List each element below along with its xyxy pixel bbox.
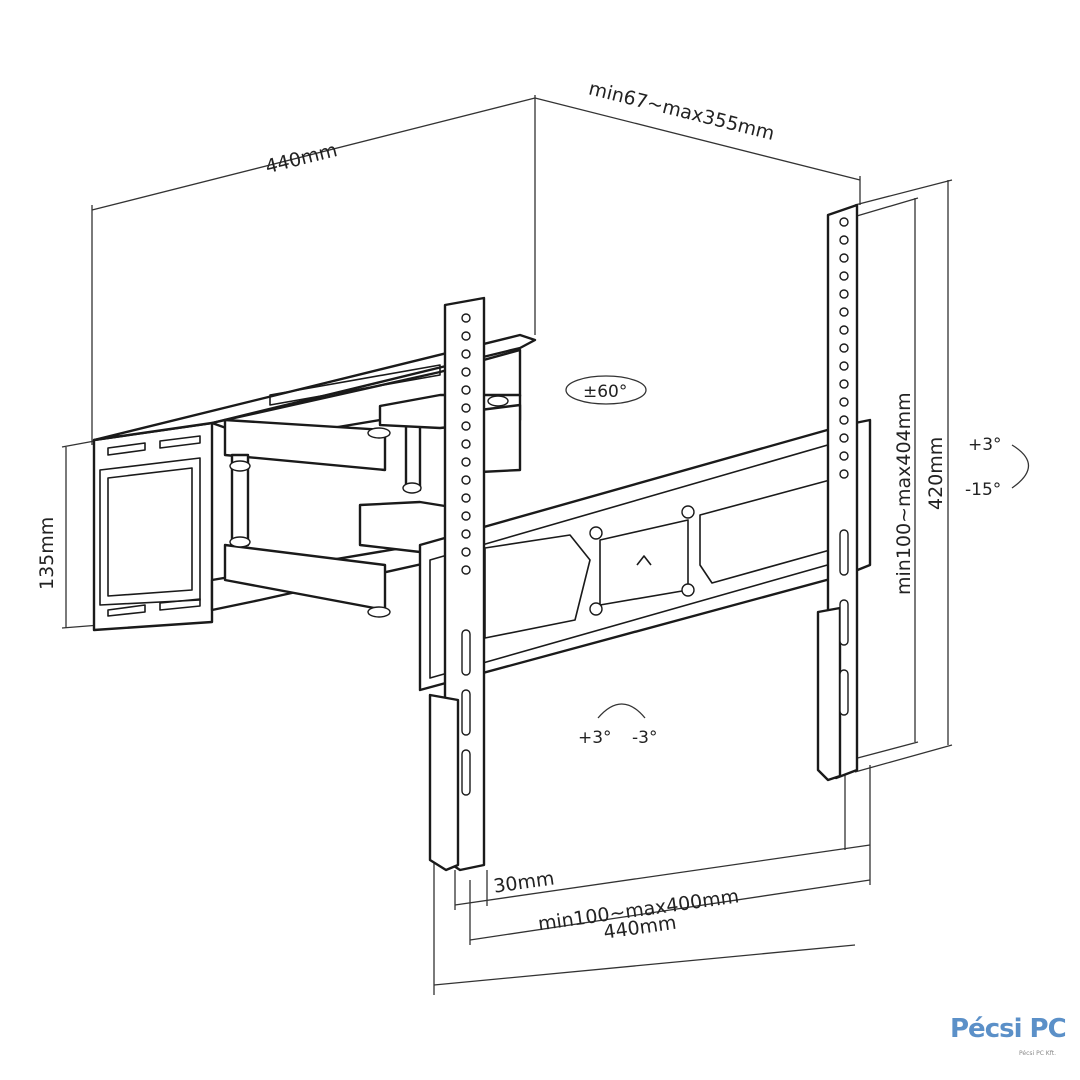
swivel-label: ±60° <box>583 382 627 402</box>
dim-label-top-left: 440mm <box>263 139 339 178</box>
dim-label-right-hole: min100~max404mm <box>893 392 915 595</box>
dim-label-right-height: 420mm <box>925 437 947 510</box>
logo-subtitle: Pécsi PC Kft. <box>1018 1050 1056 1057</box>
brand-logo: Pécsi PC Pécsi PC Kft. <box>950 1014 1067 1064</box>
dimension-lines <box>61 95 953 995</box>
level-minus-label: -3° <box>632 728 657 748</box>
logo-brand-text: Pécsi PC <box>950 1014 1067 1044</box>
level-plus-label: +3° <box>578 728 612 748</box>
tilt-up-label: +3° <box>968 435 1002 455</box>
arm-assembly <box>210 348 522 618</box>
right-vertical-bracket <box>816 203 859 782</box>
left-vertical-bracket <box>428 296 486 872</box>
tilt-down-label: -15° <box>965 480 1001 500</box>
dim-label-bottom-offset: 30mm <box>492 867 556 897</box>
rotation-arrows <box>565 375 1029 719</box>
dim-label-left-height: 135mm <box>36 517 58 590</box>
